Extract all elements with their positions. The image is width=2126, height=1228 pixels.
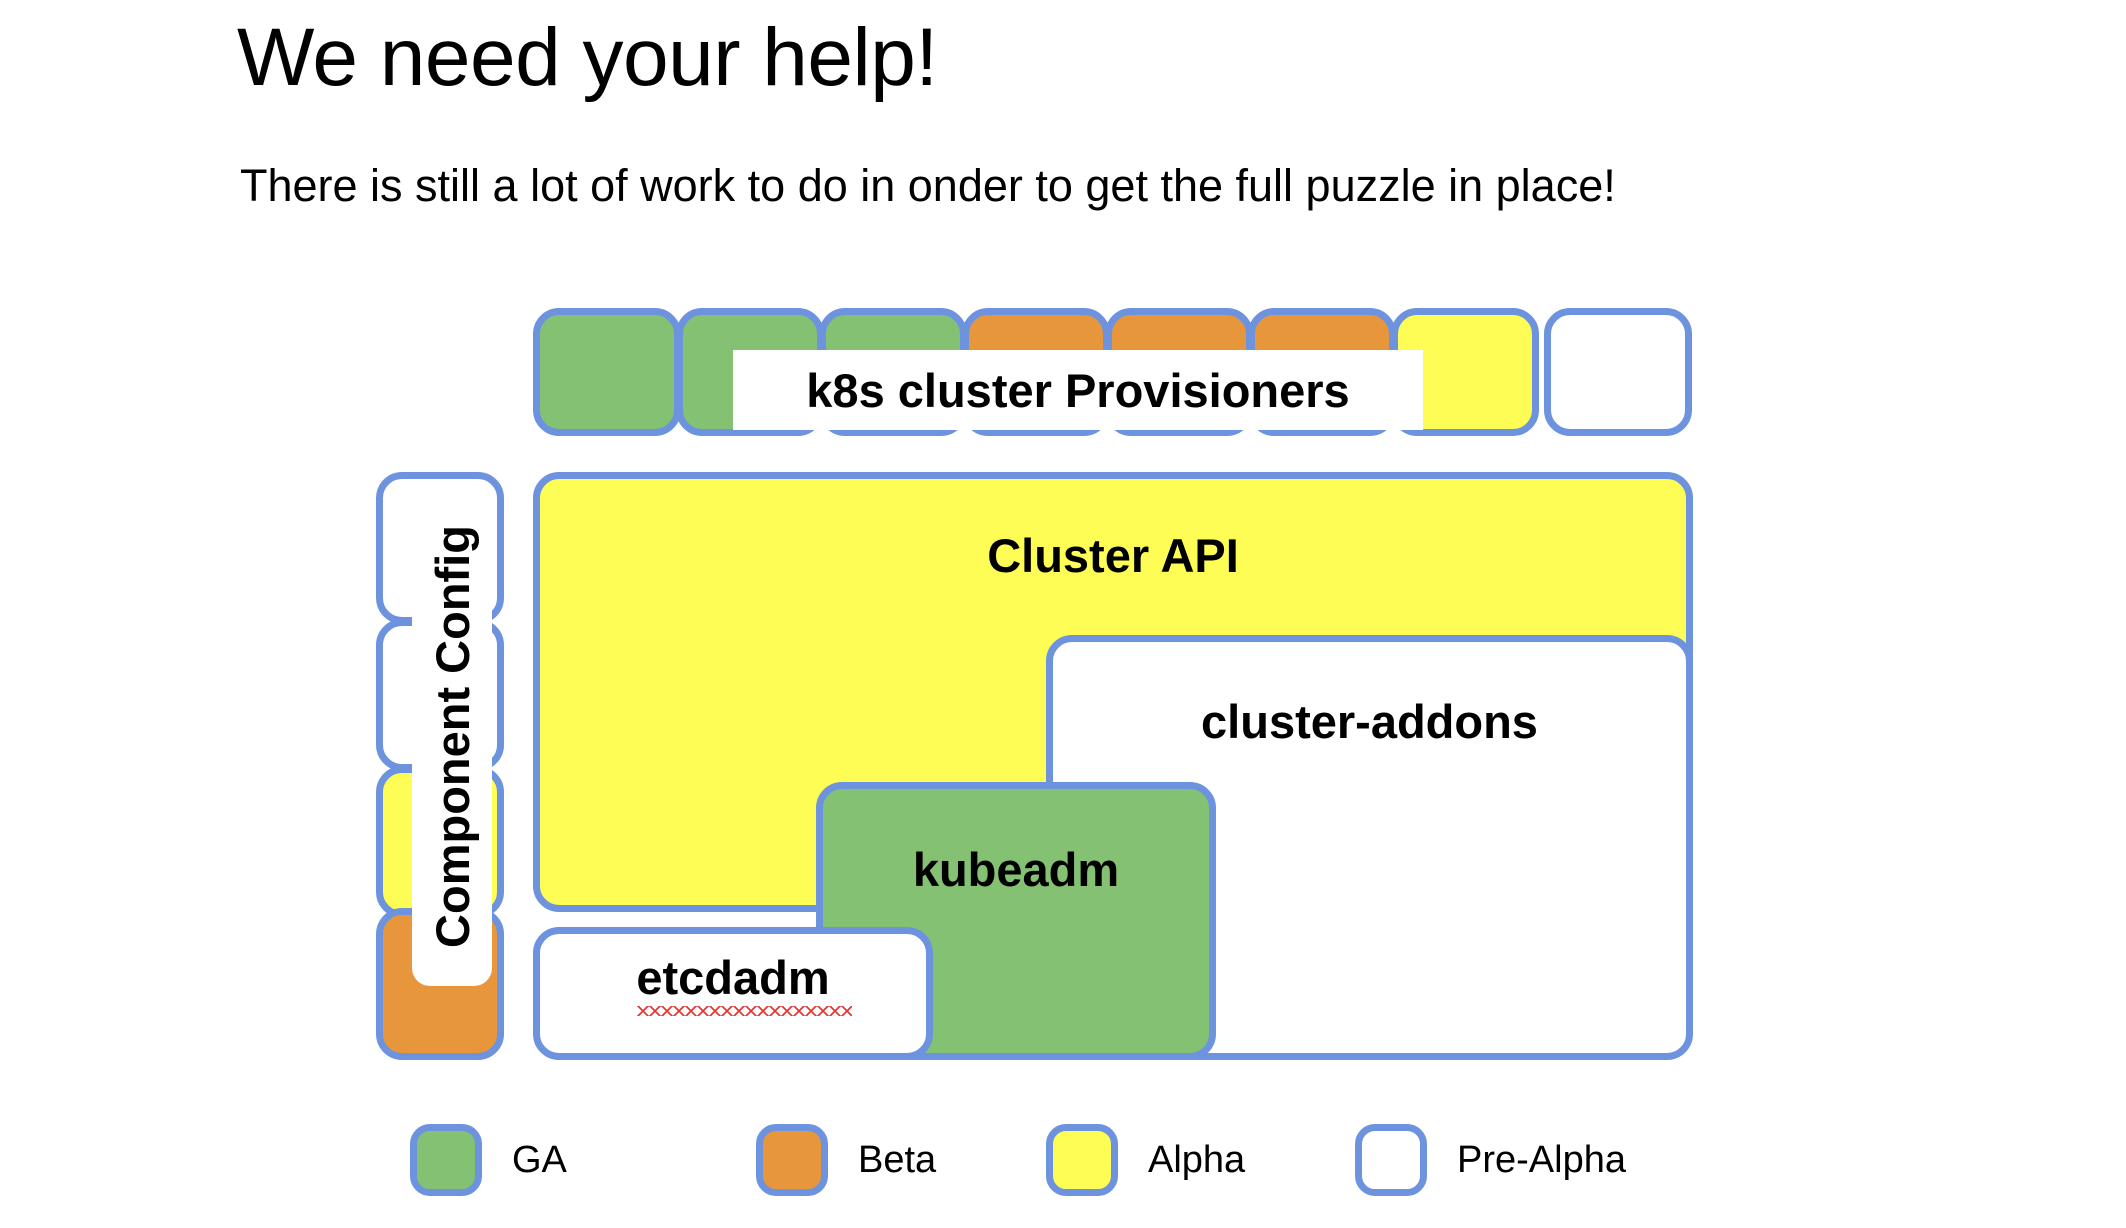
status-legend: GA Beta Alpha Pre-Alpha bbox=[410, 1124, 1710, 1204]
kubeadm-label: kubeadm bbox=[912, 843, 1120, 896]
legend-label-beta: Beta bbox=[858, 1138, 937, 1181]
legend-label-ga: GA bbox=[512, 1138, 567, 1181]
legend-item-beta[interactable]: Beta bbox=[756, 1124, 936, 1196]
legend-item-alpha[interactable]: Alpha bbox=[1046, 1124, 1245, 1196]
k8s-cluster-provisioners-label: k8s cluster Provisioners bbox=[733, 350, 1423, 430]
component-config-label-band: Component Config bbox=[412, 486, 492, 986]
legend-swatch-beta-icon bbox=[756, 1124, 828, 1196]
cluster-addons-label: cluster-addons bbox=[1201, 695, 1538, 748]
provisioner-box-7[interactable] bbox=[1391, 308, 1539, 436]
legend-swatch-ga-icon bbox=[410, 1124, 482, 1196]
legend-item-ga[interactable]: GA bbox=[410, 1124, 567, 1196]
legend-swatch-prealpha-icon bbox=[1355, 1124, 1427, 1196]
etcdadm-spellcheck-underline bbox=[637, 1006, 852, 1016]
legend-label-alpha: Alpha bbox=[1148, 1138, 1246, 1181]
page-subtitle: There is still a lot of work to do in on… bbox=[240, 160, 1616, 211]
component-config-label: Component Config bbox=[425, 524, 479, 948]
page-title: We need your help! bbox=[237, 12, 938, 103]
k8s-cluster-provisioners-row: k8s cluster Provisioners bbox=[533, 308, 1693, 436]
legend-swatch-alpha-icon bbox=[1046, 1124, 1118, 1196]
cluster-api-label: Cluster API bbox=[987, 529, 1239, 582]
etcdadm-box[interactable] bbox=[533, 927, 933, 1060]
legend-label-prealpha: Pre-Alpha bbox=[1457, 1138, 1626, 1181]
cluster-api-stack: Cluster API cluster-addons kubeadm etcda… bbox=[533, 472, 1693, 1060]
provisioner-box-1[interactable] bbox=[533, 308, 681, 436]
component-config-column: Component Config bbox=[376, 472, 504, 1060]
etcdadm-label: etcdadm bbox=[636, 951, 830, 1004]
provisioner-box-8[interactable] bbox=[1544, 308, 1692, 436]
legend-item-prealpha[interactable]: Pre-Alpha bbox=[1355, 1124, 1626, 1196]
